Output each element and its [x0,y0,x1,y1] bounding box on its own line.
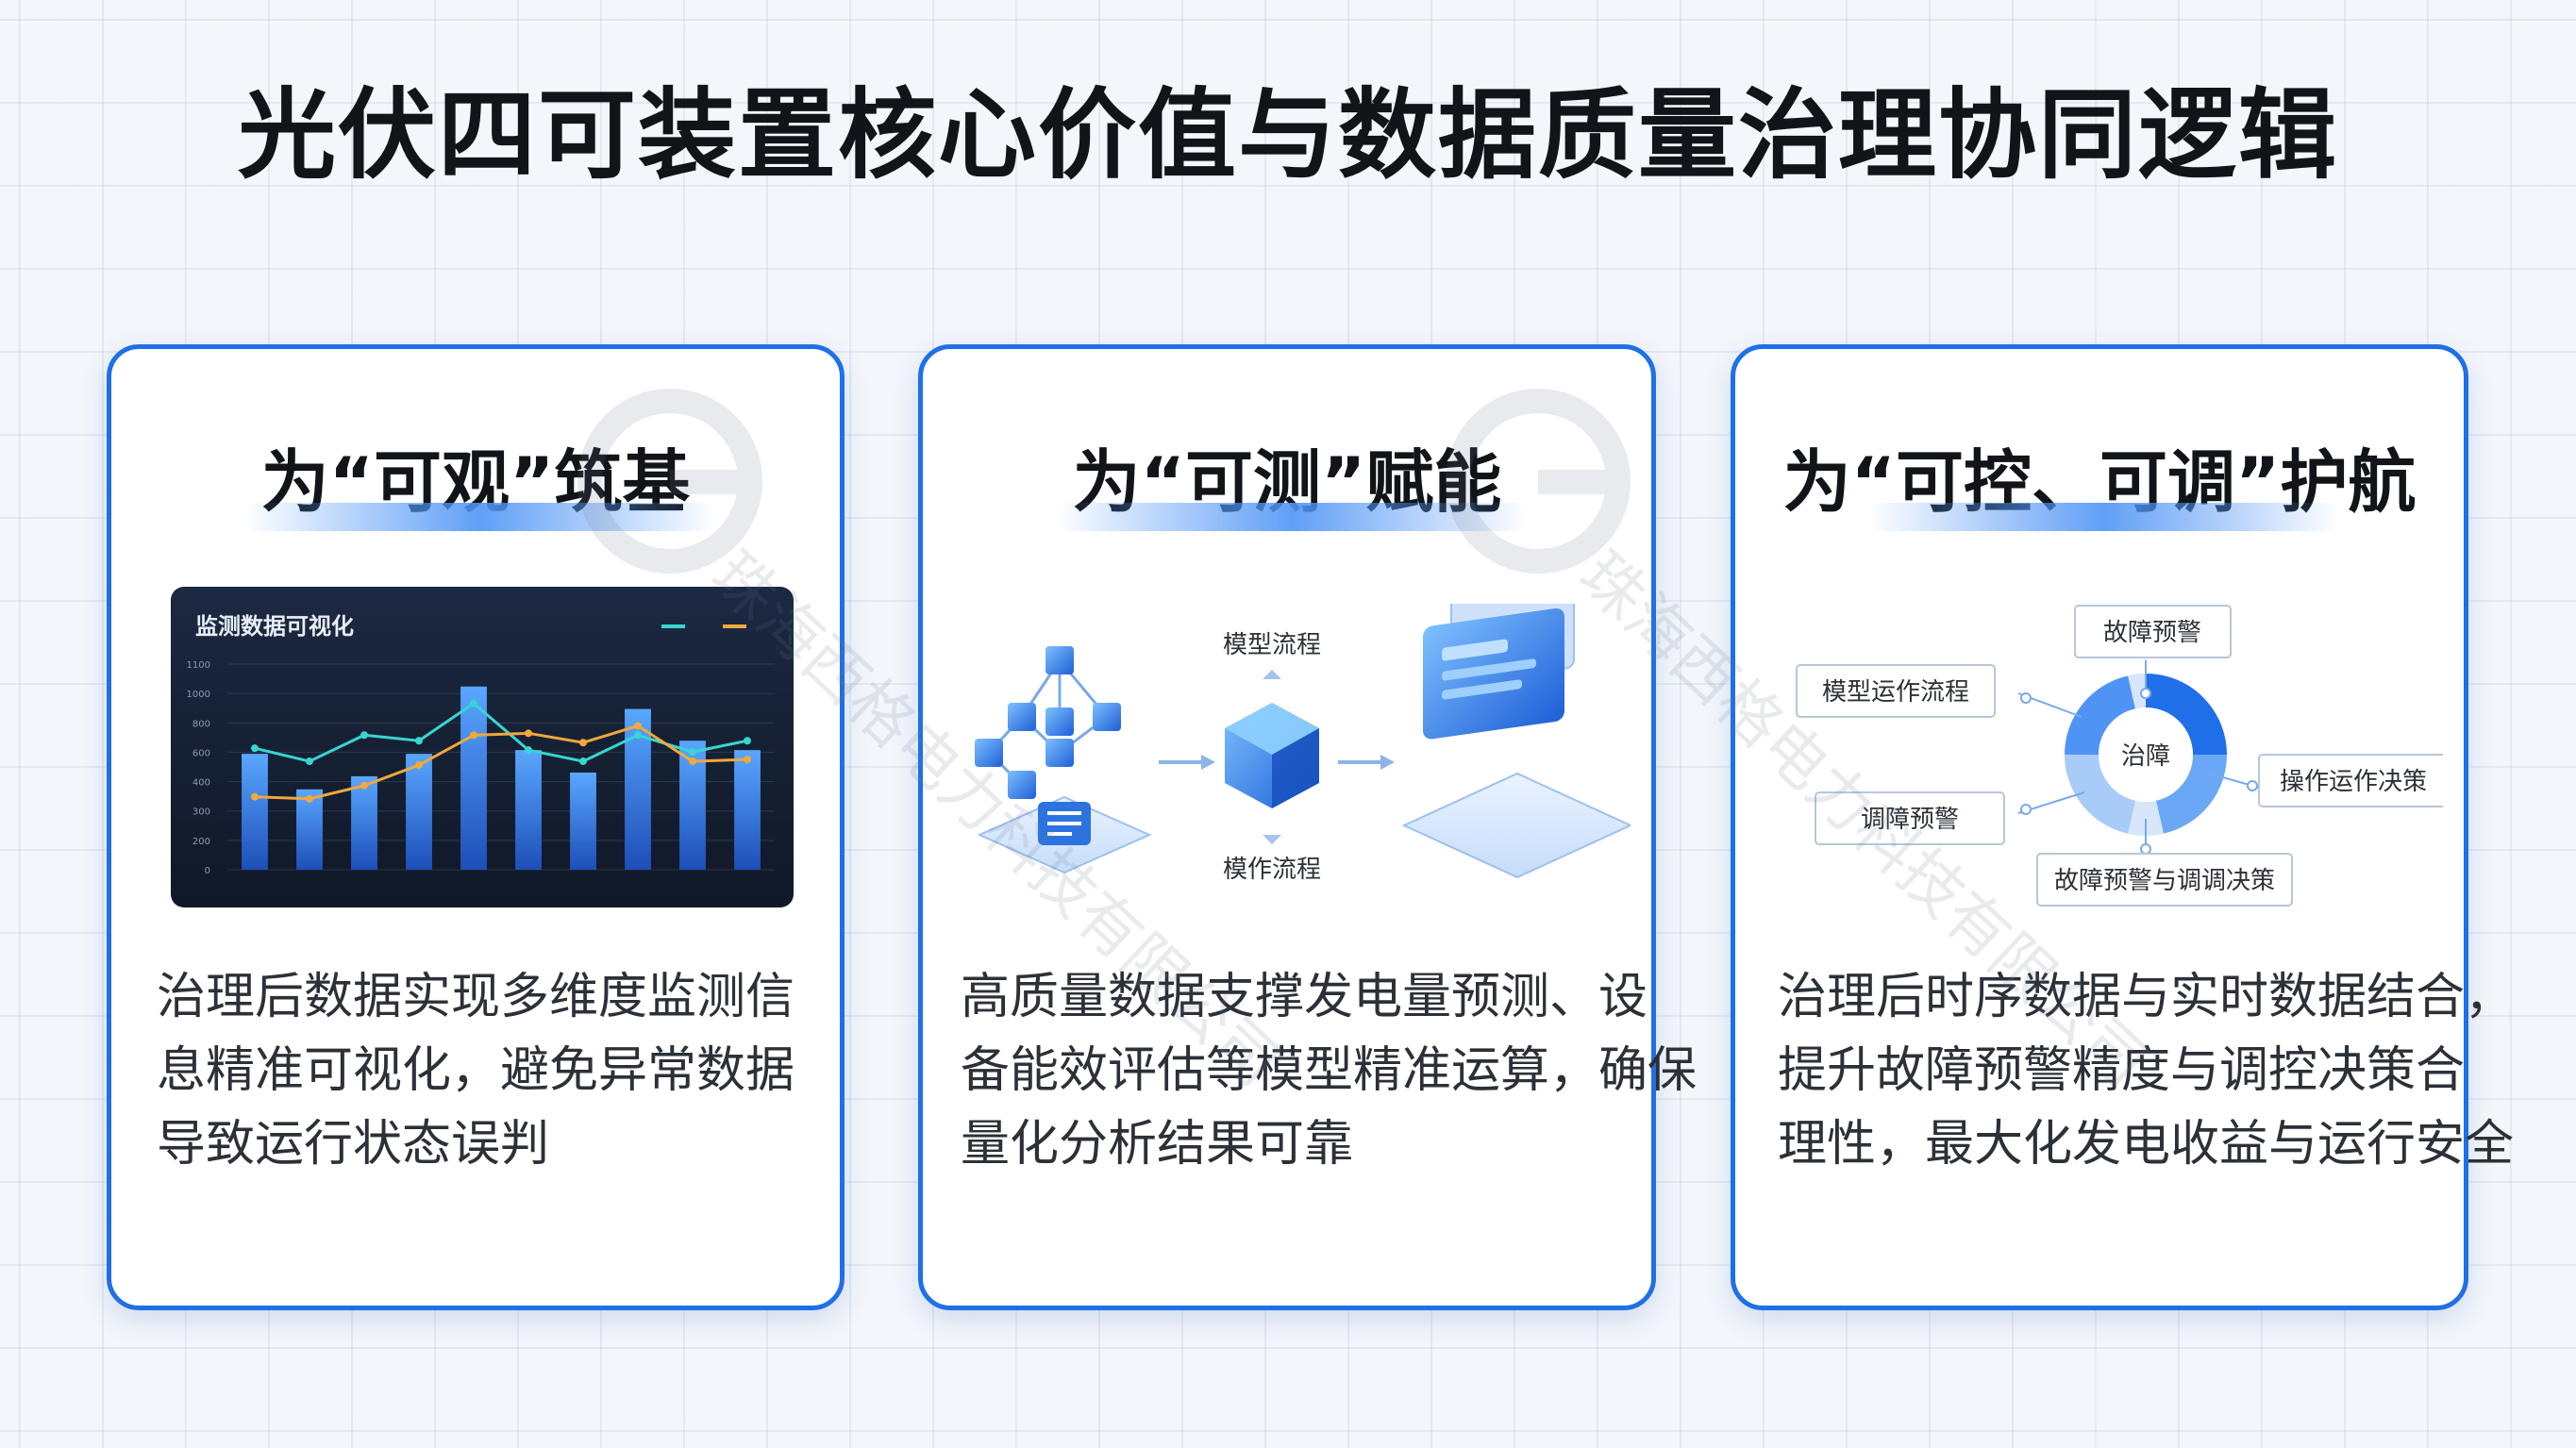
desc-line: 备能效评估等模型精准运算，确保 [961,1042,1698,1099]
center-cube-icon [1225,703,1319,808]
y-tick-label: 300 [192,807,210,818]
desc-line: 提升故障预警精度与调控决策合 [1778,1042,2466,1099]
series-point [634,731,642,740]
model-flow-illustration: 模型流程 模作流程 [975,604,1631,884]
chart-bar [406,754,432,870]
chart-bar [242,754,268,870]
series-point [689,757,696,766]
arrow-right-icon [1159,755,1215,770]
chevron-down-icon [1263,835,1281,844]
y-tick-label: 1000 [187,690,210,700]
donut-center-label: 治障 [2121,742,2170,771]
series-point [744,737,751,745]
series-point [744,756,751,764]
series-point [634,722,642,730]
series-point [306,757,313,766]
chart-bar [515,750,542,870]
series-point [689,748,696,757]
svg-text:模型运作流程: 模型运作流程 [1822,678,1969,707]
label-model-flow: 模型流程 [1223,631,1321,659]
desc-line: 高质量数据支撑发电量预测、设 [961,969,1648,1025]
svg-text:故障预警与调调决策: 故障预警与调调决策 [2054,867,2275,895]
card-measurable: 为“可测”赋能 [918,344,1698,1310]
control-decision-diagram: 治障 故障预警 模型运作流程 操作运作决策 调 [1796,605,2443,907]
series-line [254,724,748,801]
title-underline [1056,503,1528,531]
chart-bar [734,750,761,870]
title-underline [1868,503,2340,531]
monitoring-chart-panel: 监测数据可视化 1100 1000 800 600 400 300 200 0 [171,587,794,907]
chart-bar [570,772,596,870]
laptop-screens-icon [1401,604,1631,879]
svg-text:故障预警: 故障预警 [2103,619,2201,647]
label-box-model-operation: 模型运作流程 [1796,664,1996,718]
desc-line: 导致运行状态误判 [157,1116,550,1173]
chart-bar [351,775,377,870]
label-box-fault-warning: 故障预警 [2074,605,2232,658]
series-point [579,739,587,747]
y-tick-label: 0 [205,866,210,876]
series-point [470,699,477,707]
chevron-up-icon [1263,670,1281,679]
svg-text:调障预警: 调障预警 [1861,806,1959,834]
desc-line: 理性，最大化发电收益与运行安全 [1778,1116,2515,1173]
series-point [470,731,477,740]
network-cubes-icon [975,646,1121,799]
title-underline [244,503,716,531]
label-operation-flow: 模作流程 [1223,856,1321,884]
series-point [360,731,368,740]
series-point [415,737,423,745]
arrow-right-icon [1338,755,1395,770]
series-point [306,794,313,803]
series-point [251,744,259,753]
panel-title: 监测数据可视化 [195,613,354,640]
series-point [579,757,587,766]
y-tick-label: 400 [192,778,210,789]
svg-text:操作运作决策: 操作运作决策 [2280,768,2427,796]
desc-line: 治理后时序数据与实时数据结合， [1778,969,2515,1025]
series-point [360,781,368,790]
y-tick-label: 800 [192,719,210,729]
y-tick-label: 600 [192,748,210,758]
y-tick-label: 200 [192,837,210,847]
desc-line: 量化分析结果可靠 [961,1116,1354,1173]
document-platform-icon [977,795,1152,874]
label-box-warning-decision: 故障预警与调调决策 [2036,853,2293,907]
card-description: 治理后时序数据与实时数据结合， 提升故障预警精度与调控决策合 理性，最大化发电收… [1778,960,2515,1181]
label-box-operation-decision: 操作运作决策 [2258,754,2443,807]
card-controllable: 为“可控、可调”护航 治障 故障预警 [1731,344,2515,1310]
page-title: 光伏四可装置核心价值与数据质量治理协同逻辑 [237,77,2338,192]
card-description: 治理后数据实现多维度监测信 息精准可视化，避免异常数据 导致运行状态误判 [157,960,817,1181]
chart-bar [460,686,487,870]
series-point [525,729,532,738]
series-point [415,761,423,770]
series-point [251,792,259,801]
label-box-adjust-warning: 调障预警 [1815,791,2005,845]
chart-bar [296,789,323,870]
series-point [525,746,532,755]
y-tick-label: 1100 [187,660,210,671]
desc-line: 息精准可视化，避免异常数据 [157,1042,795,1099]
card-description: 高质量数据支撑发电量预测、设 备能效评估等模型精准运算，确保 量化分析结果可靠 [961,960,1698,1181]
desc-line: 治理后数据实现多维度监测信 [157,969,795,1025]
